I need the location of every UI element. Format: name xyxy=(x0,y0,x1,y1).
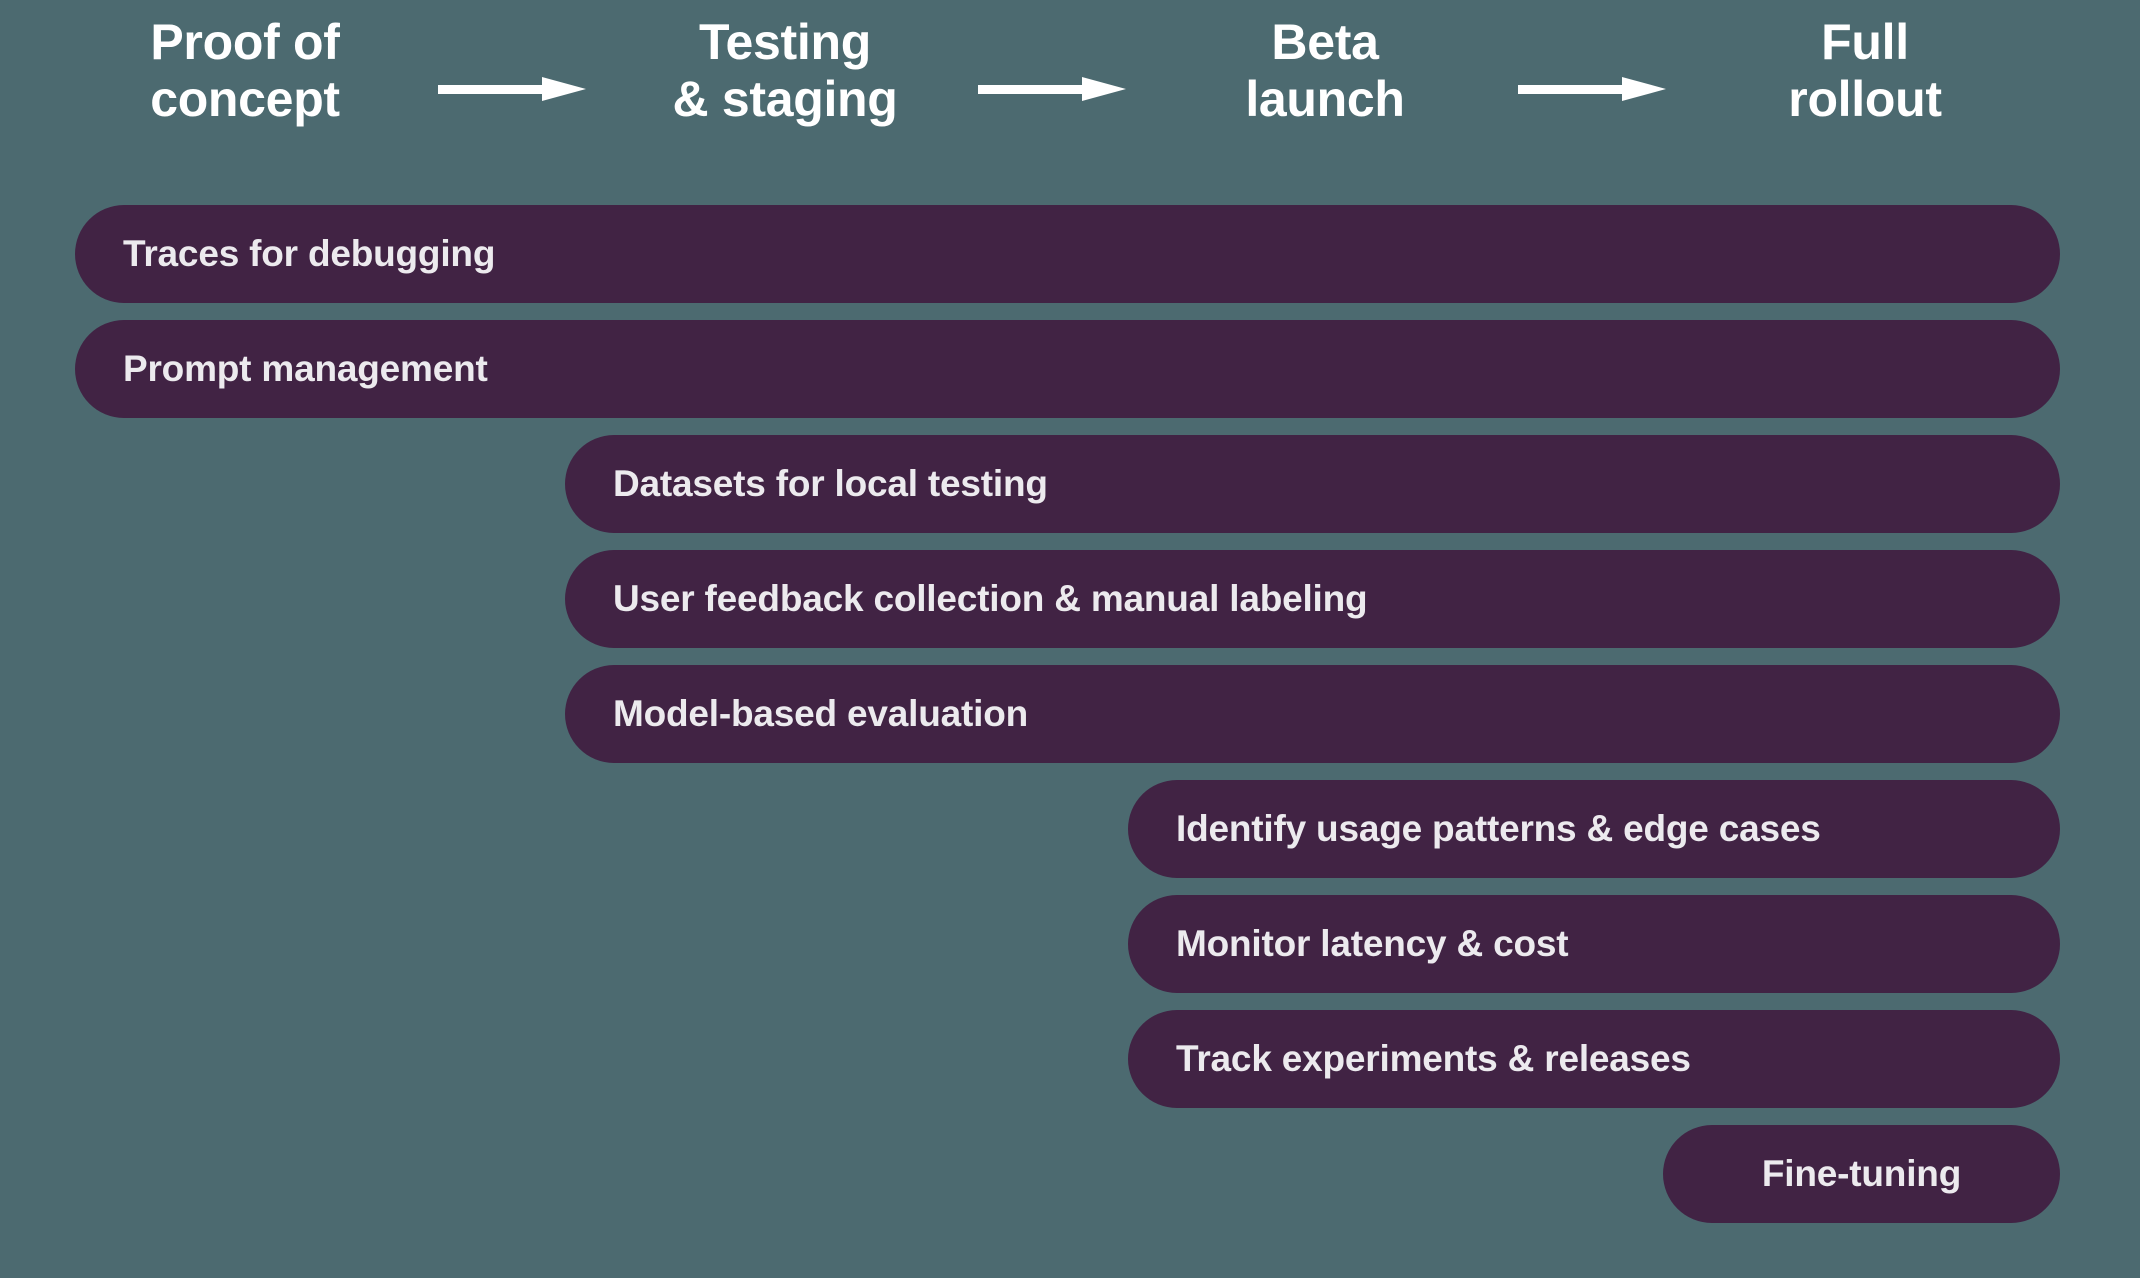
phase-label-beta-launch: Beta launch xyxy=(1245,14,1405,127)
bar-user-feedback-collection-manual-labeling[interactable]: User feedback collection & manual labeli… xyxy=(565,550,2060,648)
bar-label: Track experiments & releases xyxy=(1176,1038,1691,1079)
bar-label: Model-based evaluation xyxy=(613,693,1029,734)
bar-label: Prompt management xyxy=(123,348,488,389)
bar-identify-usage-patterns-edge-cases[interactable]: Identify usage patterns & edge cases xyxy=(1128,780,2060,878)
phase-header-row: Proof of concept Testing & staging Beta … xyxy=(0,0,2140,180)
bar-label: Identify usage patterns & edge cases xyxy=(1176,808,1821,849)
bar-label: Monitor latency & cost xyxy=(1176,923,1569,964)
bar-monitor-latency-cost[interactable]: Monitor latency & cost xyxy=(1128,895,2060,993)
phase-label-testing-staging: Testing & staging xyxy=(672,14,898,127)
bar-track-experiments-releases[interactable]: Track experiments & releases xyxy=(1128,1010,2060,1108)
bar-label: Fine-tuning xyxy=(1761,1153,1962,1194)
bar-datasets-for-local-testing[interactable]: Datasets for local testing xyxy=(565,435,2060,533)
bar-traces-for-debugging[interactable]: Traces for debugging xyxy=(75,205,2060,303)
bar-label: Traces for debugging xyxy=(123,233,496,274)
arrow-right-icon xyxy=(438,77,586,101)
bar-label: User feedback collection & manual labeli… xyxy=(613,578,1368,619)
arrow-right-icon xyxy=(978,77,1126,101)
bar-prompt-management[interactable]: Prompt management xyxy=(75,320,2060,418)
arrow-right-icon xyxy=(1518,77,1666,101)
bar-model-based-evaluation[interactable]: Model-based evaluation xyxy=(565,665,2060,763)
phase-label-proof-of-concept: Proof of concept xyxy=(150,14,340,127)
bar-fine-tuning[interactable]: Fine-tuning xyxy=(1663,1125,2060,1223)
bar-label: Datasets for local testing xyxy=(613,463,1048,504)
phase-label-full-rollout: Full rollout xyxy=(1788,14,1942,127)
